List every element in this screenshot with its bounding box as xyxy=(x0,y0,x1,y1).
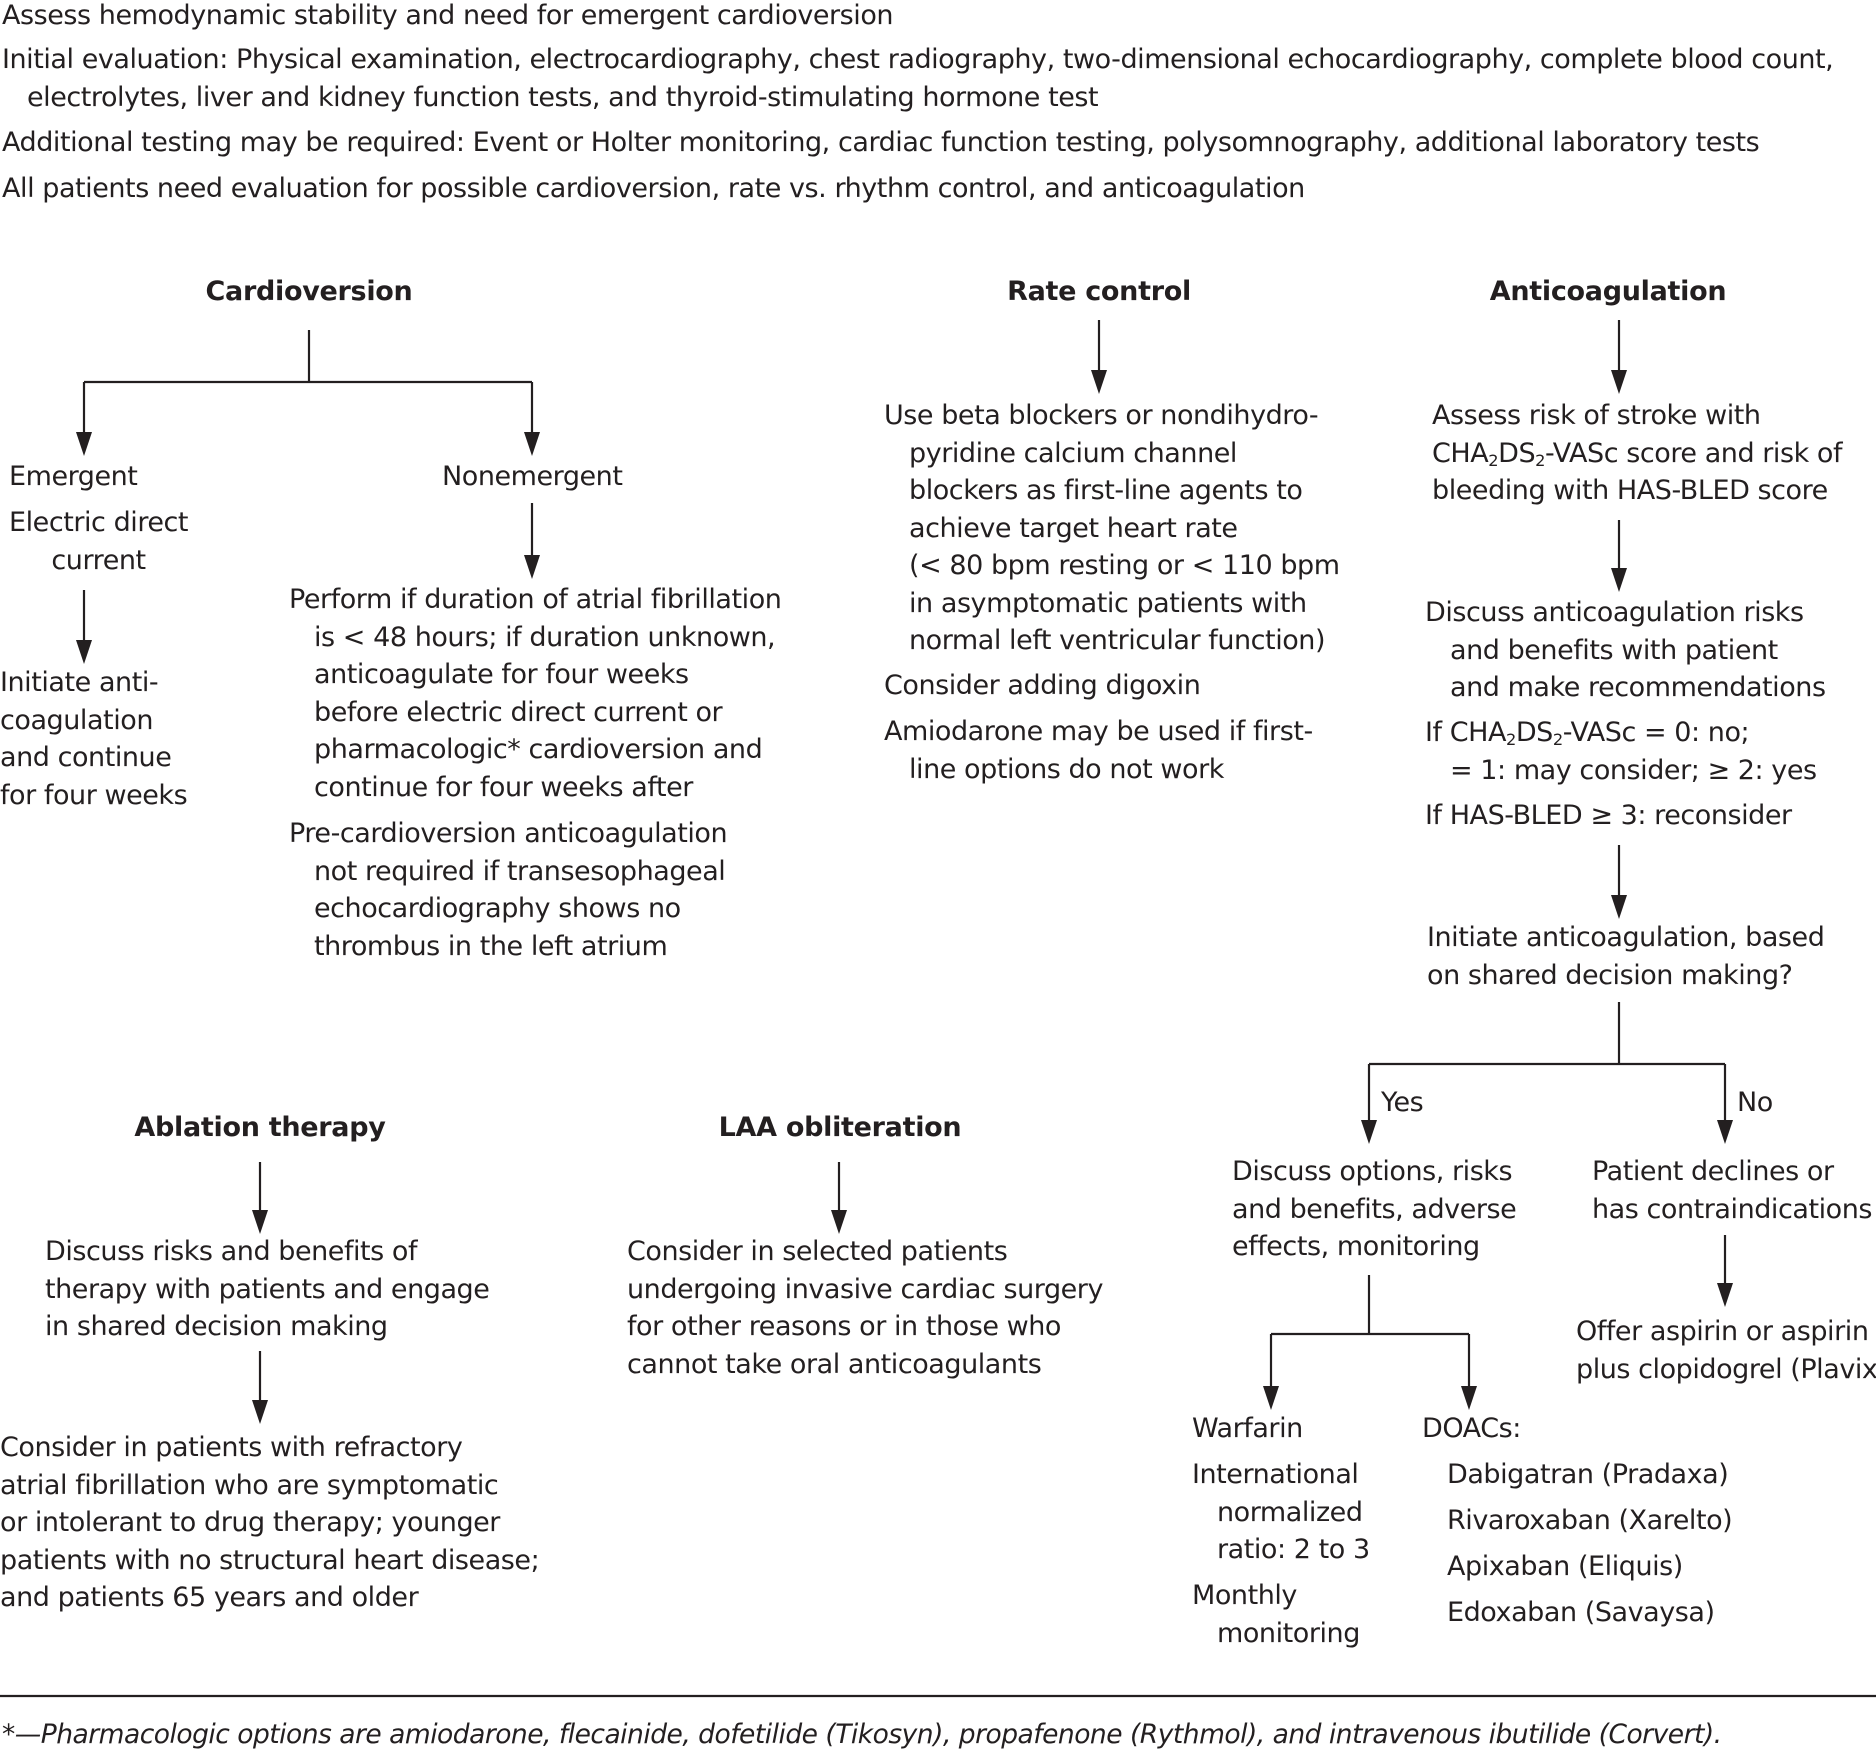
intro-line-2: Initial evaluation: Physical examination… xyxy=(2,44,1834,113)
no-label: No xyxy=(1737,1087,1773,1118)
warfarin-monitoring: Monthly monitoring xyxy=(1192,1580,1360,1649)
cardioversion-split-connector xyxy=(82,330,534,443)
nonemergent-detail-1: Perform if duration of atrial fibrillati… xyxy=(289,584,782,803)
warfarin-inr: International normalized ratio: 2 to 3 xyxy=(1192,1459,1370,1565)
laa-heading: LAA obliteration xyxy=(718,1112,962,1143)
no-detail: Patient declines or has contraindication… xyxy=(1592,1156,1872,1225)
arrow-to-yes-branch xyxy=(1361,1120,1377,1144)
warfarin-title: Warfarin xyxy=(1192,1413,1303,1444)
ablation-heading: Ablation therapy xyxy=(134,1112,386,1143)
arrow-to-ablation-detail xyxy=(252,1210,268,1234)
ablation-next: Consider in patients with refractory atr… xyxy=(0,1432,540,1613)
arrow-to-nonemergent-detail xyxy=(524,555,540,579)
intro-line-1: Assess hemodynamic stability and need fo… xyxy=(2,0,894,31)
arrow-to-no-branch xyxy=(1717,1120,1733,1144)
arrow-to-emergent xyxy=(76,432,92,456)
anticoagulation-heading: Anticoagulation xyxy=(1489,276,1727,307)
arrow-to-nonemergent xyxy=(524,432,540,456)
doac-item: Edoxaban (Savaysa) xyxy=(1447,1597,1715,1628)
arrow-to-doacs xyxy=(1461,1386,1477,1410)
doac-item: Apixaban (Eliquis) xyxy=(1447,1551,1683,1582)
arrow-to-decision xyxy=(1611,895,1627,919)
arrow-to-discuss xyxy=(1611,568,1627,592)
doac-item: Rivaroxaban (Xarelto) xyxy=(1447,1505,1733,1536)
arrow-to-laa-detail xyxy=(831,1210,847,1234)
rate-control-detail-3: Amiodarone may be used if first- line op… xyxy=(884,716,1313,785)
emergent-detail: Electric direct current xyxy=(9,507,189,576)
intro-line-3: Additional testing may be required: Even… xyxy=(2,127,1760,158)
ablation-detail: Discuss risks and benefits of therapy wi… xyxy=(45,1236,490,1342)
arrow-to-warfarin xyxy=(1263,1386,1279,1410)
emergent-anticoagulation: Initiate anti- coagulation and continue … xyxy=(0,667,188,811)
chads-rule: If CHA2DS2-VASc = 0: no; = 1: may consid… xyxy=(1425,717,1817,786)
rate-control-heading: Rate control xyxy=(1007,276,1191,307)
drug-split-connector xyxy=(1269,1275,1471,1396)
aspirin-option: Offer aspirin or aspirin plus clopidogre… xyxy=(1576,1316,1876,1385)
nonemergent-label: Nonemergent xyxy=(442,461,623,492)
emergent-label: Emergent xyxy=(9,461,138,492)
rate-control-detail-2: Consider adding digoxin xyxy=(884,670,1201,701)
arrow-to-rate-control-detail xyxy=(1091,370,1107,394)
yes-detail: Discuss options, risks and benefits, adv… xyxy=(1232,1156,1517,1262)
yes-label: Yes xyxy=(1381,1087,1424,1118)
laa-detail: Consider in selected patients undergoing… xyxy=(627,1236,1103,1380)
arrow-to-emergent-anticoagulation xyxy=(76,640,92,664)
decision-split-connector xyxy=(1367,1002,1727,1130)
discuss-anticoagulation: Discuss anticoagulation risks and benefi… xyxy=(1425,597,1826,703)
doac-item: Dabigatran (Pradaxa) xyxy=(1447,1459,1729,1490)
nonemergent-detail-2: Pre-cardioversion anticoagulation not re… xyxy=(289,818,728,962)
rate-control-detail-1: Use beta blockers or nondihydro- pyridin… xyxy=(884,400,1340,656)
doacs-title: DOACs: xyxy=(1422,1413,1521,1444)
arrow-to-assess-risk xyxy=(1611,370,1627,394)
hasbled-rule: If HAS-BLED ≥ 3: reconsider xyxy=(1425,800,1792,831)
assess-stroke-risk: Assess risk of stroke with CHA2DS2-VASc … xyxy=(1432,400,1843,506)
intro-line-4: All patients need evaluation for possibl… xyxy=(2,173,1305,204)
cardioversion-heading: Cardioversion xyxy=(205,276,413,307)
arrow-to-ablation-next xyxy=(252,1400,268,1424)
arrow-to-aspirin xyxy=(1717,1283,1733,1307)
decision-question: Initiate anticoagulation, based on share… xyxy=(1427,922,1825,991)
footnote: *—Pharmacologic options are amiodarone, … xyxy=(2,1719,1722,1750)
